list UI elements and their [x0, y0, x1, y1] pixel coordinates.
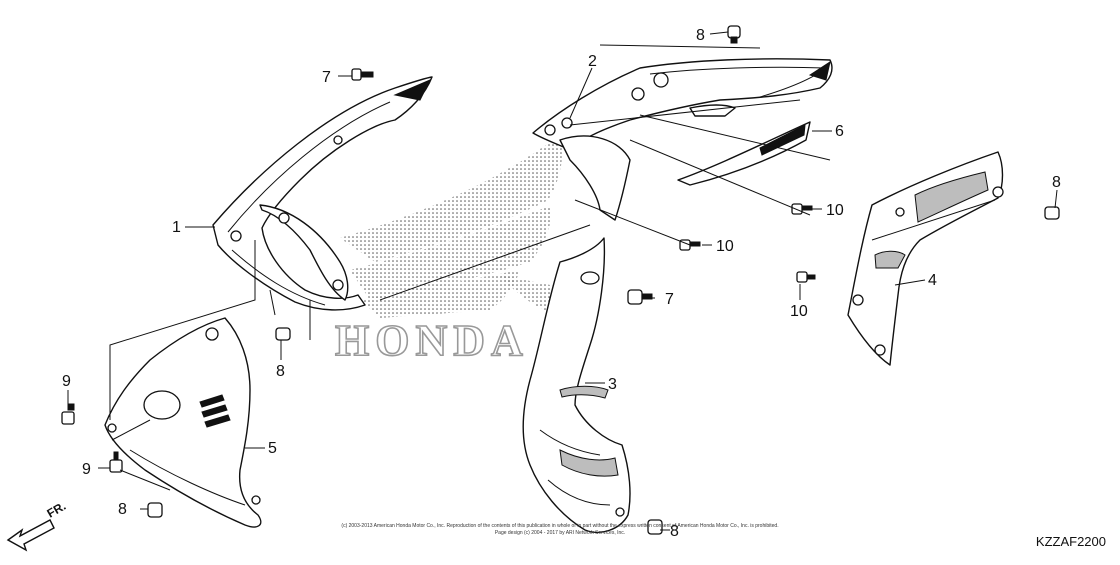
screw-10-b[interactable]: [679, 239, 701, 251]
bolt-7-top[interactable]: [351, 68, 374, 81]
part-6-lower-rail[interactable]: [677, 121, 811, 186]
callout-leaders: [67, 31, 1058, 531]
callout-6: 6: [835, 123, 844, 140]
callout-10-c: 10: [790, 303, 808, 320]
honda-watermark-text: HONDA: [335, 316, 529, 365]
bolt-8-left[interactable]: [275, 327, 291, 341]
screw-10-a[interactable]: [791, 203, 813, 215]
callout-8-bottom: 8: [670, 523, 679, 540]
bolt-8-right[interactable]: [1044, 206, 1060, 220]
callout-1: 1: [172, 219, 181, 236]
bolt-8-top-right[interactable]: [727, 25, 741, 44]
front-direction-arrow: FR.: [6, 499, 69, 552]
callout-8-top: 8: [696, 27, 705, 44]
part-5-lower-cover[interactable]: [104, 317, 262, 528]
bolt-7-center[interactable]: [627, 289, 653, 305]
front-label: FR.: [45, 499, 69, 521]
callout-7-center: 7: [665, 291, 674, 308]
wing-feather-2: [350, 205, 552, 300]
callout-labels: 1 2 3 4 5 6 7 7 8 8 8 8 8 9 9 10 10 10: [62, 27, 1061, 540]
callout-8-bottom-left: 8: [118, 501, 127, 518]
arrow-icon: [6, 519, 55, 552]
diagram-code: KZZAF2200: [1036, 534, 1106, 549]
screw-10-c[interactable]: [796, 271, 816, 283]
bolt-8-bottom[interactable]: [647, 519, 663, 535]
clip-9-upper[interactable]: [61, 403, 75, 425]
part-1-left-shroud[interactable]: [212, 76, 433, 311]
part-2-upper-shroud[interactable]: [532, 58, 833, 221]
part-4-right-cover[interactable]: [847, 151, 1004, 366]
callout-8-right: 8: [1052, 174, 1061, 191]
copyright-line-2: Page design (c) 2004 - 2017 by ARI Netwo…: [495, 530, 625, 536]
bolt-8-bottom-left[interactable]: [147, 502, 163, 518]
wing-feather-1: [340, 135, 562, 262]
fasteners: [61, 25, 1060, 535]
callout-5: 5: [268, 440, 277, 457]
callout-4: 4: [928, 272, 937, 289]
callout-9-upper: 9: [62, 373, 71, 390]
callout-9-lower: 9: [82, 461, 91, 478]
guide-lines: [109, 44, 996, 491]
callout-7-top: 7: [322, 69, 331, 86]
wing-feather-3: [360, 270, 520, 318]
copyright-line-1: (c) 2003-2013 American Honda Motor Co., …: [341, 523, 778, 529]
honda-wing-watermark: HONDA: [334, 135, 580, 366]
callout-10-b: 10: [716, 238, 734, 255]
callout-2: 2: [588, 53, 597, 70]
callout-3: 3: [608, 376, 617, 393]
part-3-center-cover[interactable]: [522, 237, 631, 533]
callout-10-a: 10: [826, 202, 844, 219]
callout-8-left: 8: [276, 363, 285, 380]
clip-9-lower[interactable]: [109, 451, 123, 473]
